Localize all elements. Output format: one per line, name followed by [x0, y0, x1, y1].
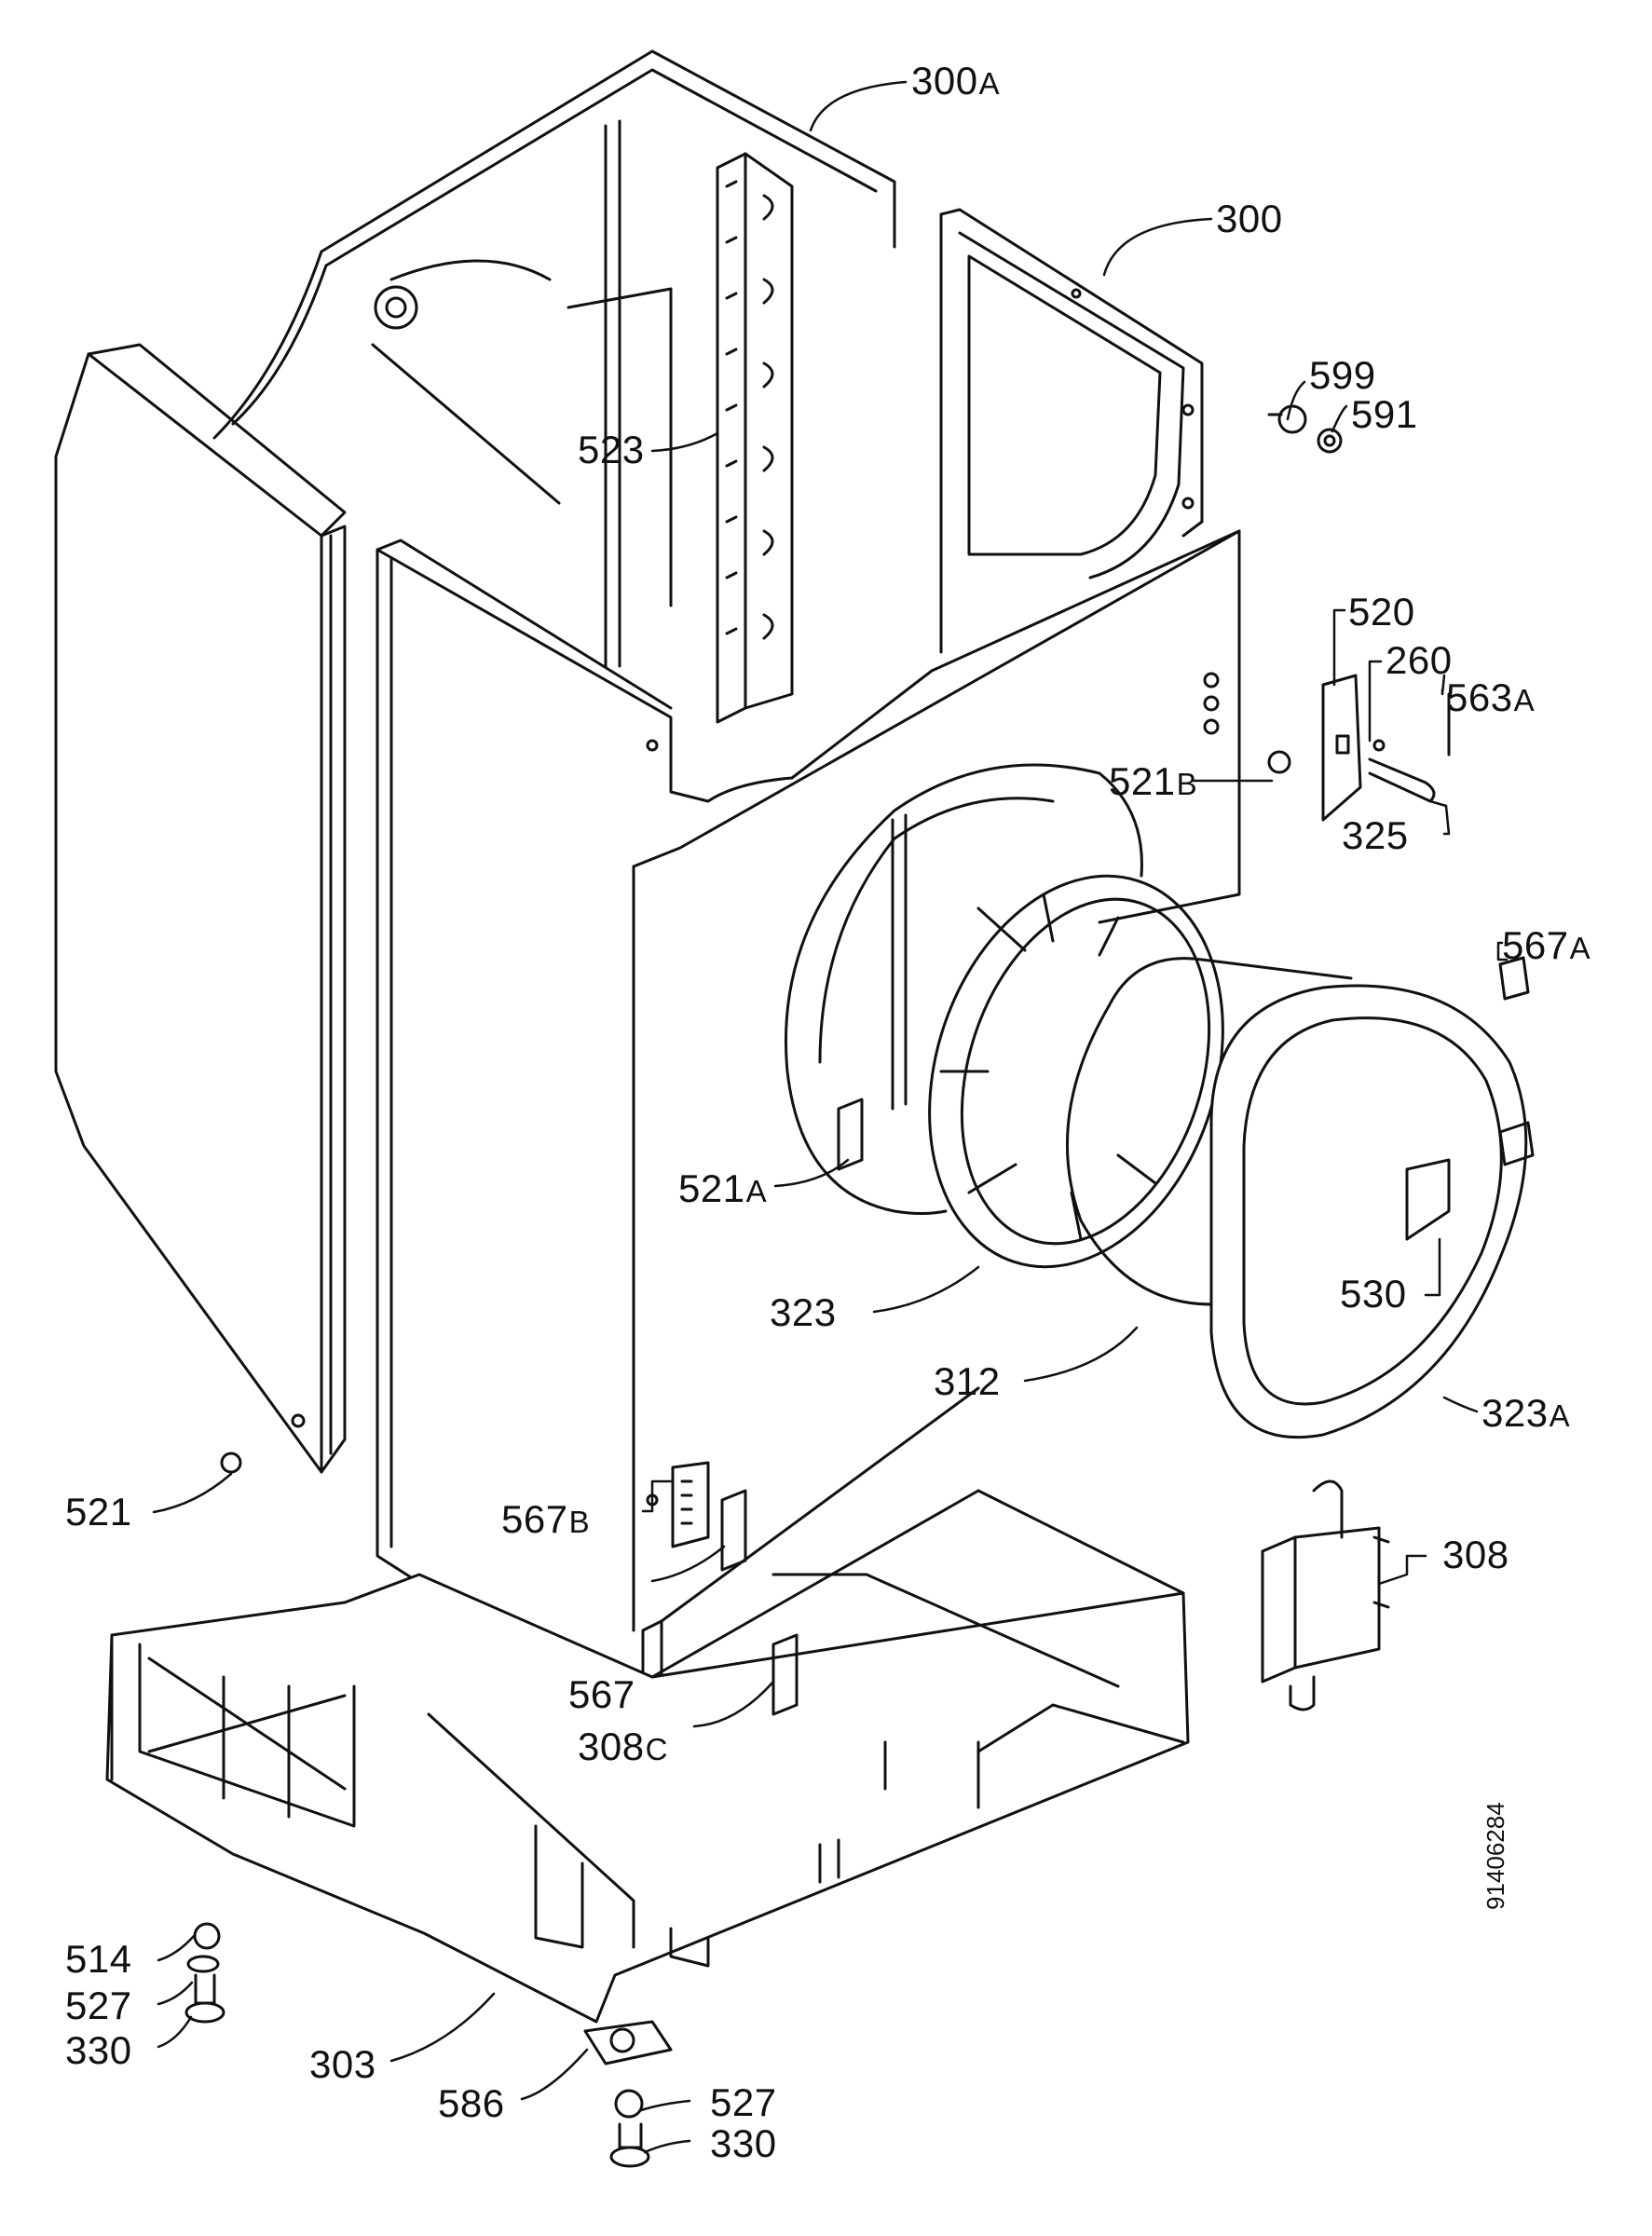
- door-hinge: [1261, 1479, 1390, 1711]
- callout-300a: 300A: [911, 59, 1000, 102]
- door-opening: [784, 763, 1143, 1215]
- callout-586: 586: [438, 2081, 505, 2125]
- callout-308c: 308C: [578, 1725, 668, 1768]
- right-frame: [939, 208, 1204, 654]
- callout-599: 599: [1309, 353, 1376, 397]
- callout-300: 300: [1216, 197, 1283, 240]
- callout-521: 521: [65, 1490, 132, 1534]
- callout-330-left: 330: [65, 2028, 132, 2072]
- left-side-panel: [54, 343, 347, 1474]
- base-frame: [105, 1489, 1190, 2024]
- callout-521b: 521B: [1109, 759, 1197, 803]
- callout-527-right: 527: [710, 2080, 777, 2124]
- callout-514: 514: [65, 1937, 132, 1981]
- callout-312: 312: [934, 1359, 1001, 1403]
- callout-330-right: 330: [710, 2121, 777, 2165]
- support-strip: [716, 152, 794, 724]
- inner-ring: [928, 874, 1224, 1269]
- callout-530: 530: [1340, 1272, 1407, 1316]
- door-lock-parts: [1321, 674, 1451, 822]
- callout-567a: 567A: [1502, 923, 1591, 967]
- callout-563a: 563A: [1446, 675, 1535, 719]
- drawing-number: 91406284: [1481, 1802, 1509, 1910]
- callout-325: 325: [1342, 813, 1409, 857]
- callout-521a: 521A: [678, 1166, 767, 1210]
- callout-567b: 567B: [501, 1497, 590, 1541]
- callout-323a: 323A: [1481, 1391, 1570, 1435]
- callout-308: 308: [1442, 1533, 1509, 1576]
- callout-523: 523: [578, 428, 645, 471]
- door: [1209, 984, 1535, 1439]
- hardware-screws: [184, 404, 1530, 2168]
- callout-303: 303: [309, 2042, 376, 2086]
- back-frame: [212, 49, 896, 673]
- callout-527-left: 527: [65, 1984, 132, 2027]
- callout-260: 260: [1386, 638, 1453, 682]
- callout-591: 591: [1351, 392, 1418, 436]
- callout-567: 567: [568, 1672, 635, 1716]
- callout-520: 520: [1348, 590, 1415, 634]
- leader-lines: [152, 80, 1509, 2154]
- callout-323: 323: [770, 1290, 837, 1334]
